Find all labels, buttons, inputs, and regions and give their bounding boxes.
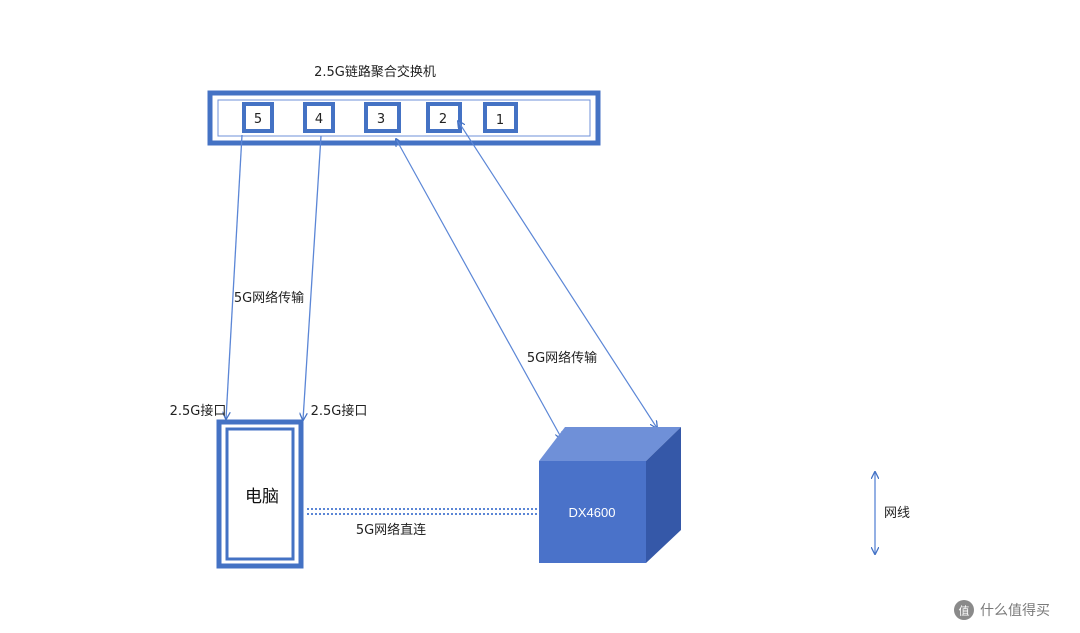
nas-box: DX4600 <box>539 427 681 563</box>
switch-port-5: 5 <box>242 102 274 133</box>
watermark-logo-icon <box>954 600 974 620</box>
switch-port-1: 1 <box>483 102 518 133</box>
pc-body <box>216 419 304 569</box>
port-label: 5 <box>254 112 262 127</box>
switch-title: 2.5G链路聚合交换机 <box>314 64 436 80</box>
pc-label: 电脑 <box>245 487 279 507</box>
port-label: 2 <box>439 112 447 127</box>
direct-link <box>307 508 539 515</box>
switch-port-4: 4 <box>303 102 335 133</box>
direct-link-label: 5G网络直连 <box>356 522 426 538</box>
nas-link-label: 5G网络传输 <box>527 350 597 366</box>
watermark-badge: 值 <box>959 605 970 618</box>
link-port3-nas <box>396 139 562 439</box>
nas-label: DX4600 <box>569 505 616 520</box>
legend-label: 网线 <box>884 506 910 521</box>
legend: 网线 <box>875 472 910 554</box>
watermark-text: 什么值得买 <box>980 602 1050 619</box>
pc-port-left-label: 2.5G接口 <box>170 403 227 419</box>
switch: 2.5G链路聚合交换机 5 4 3 2 1 <box>207 64 601 146</box>
switch-port-3: 3 <box>364 102 401 133</box>
port-label: 4 <box>315 112 323 127</box>
port-label: 3 <box>377 112 385 127</box>
link-port5-pc <box>226 134 243 419</box>
pc-port-right-label: 2.5G接口 <box>311 403 368 419</box>
pc-link-label: 5G网络传输 <box>234 290 304 306</box>
switch-port-2: 2 <box>426 102 462 133</box>
pc: 2.5G接口 2.5G接口 电脑 <box>170 403 368 569</box>
port-label: 1 <box>496 113 504 128</box>
watermark: 值 什么值得买 <box>954 600 1050 620</box>
link-port4-pc <box>303 135 322 420</box>
link-port2-nas <box>458 121 657 428</box>
